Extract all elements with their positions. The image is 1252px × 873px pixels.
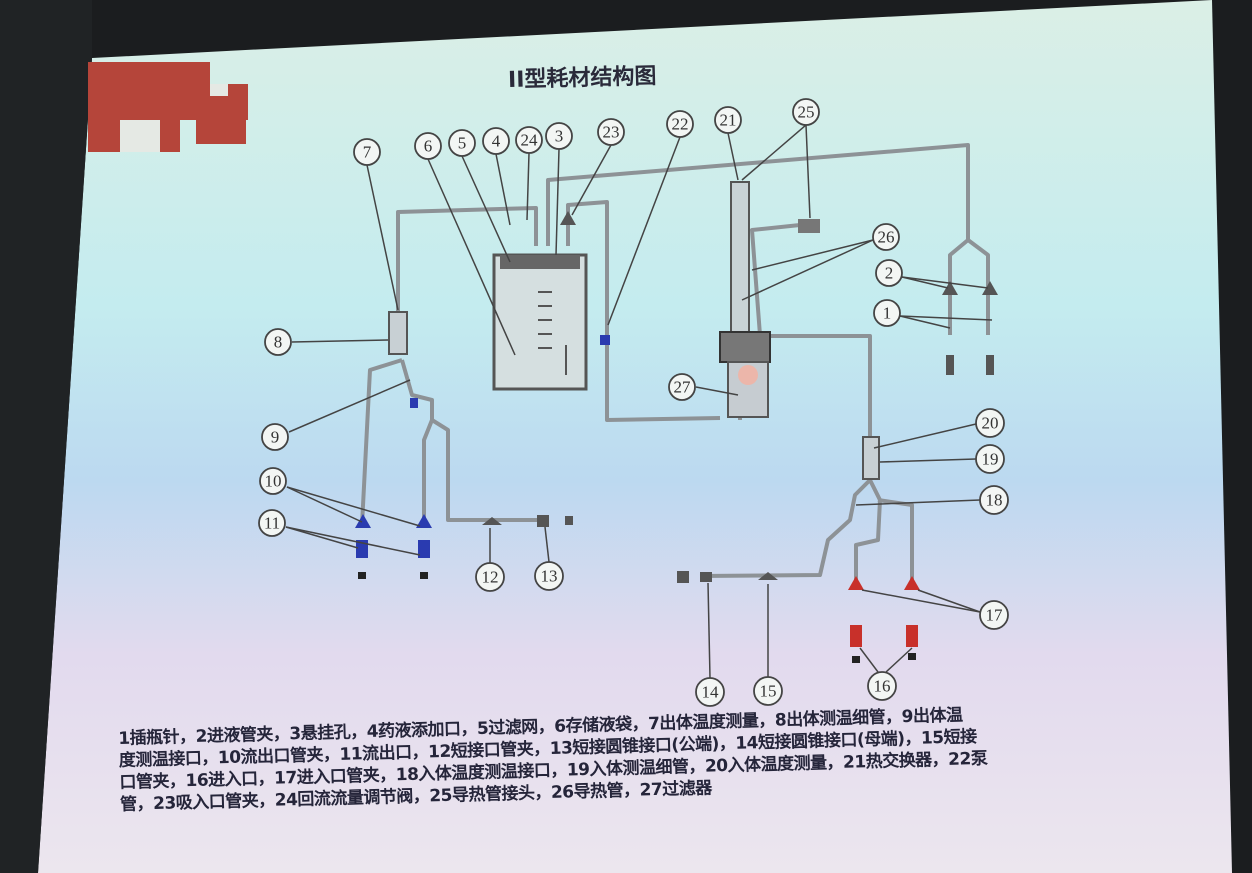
callout-26: 26 [872,223,900,251]
callout-label: 27 [674,378,692,397]
logo [88,62,248,152]
callout-label: 15 [760,682,777,701]
slide-edge-shadow [0,0,92,873]
callout-20: 20 [975,408,1005,438]
callout-label: 24 [521,131,539,150]
callout-label: 14 [702,683,720,702]
diagram-title: II型耗材结构图 [507,64,657,93]
callout-16: 16 [867,671,897,701]
heat-exchanger [719,181,820,418]
callout-label: 17 [986,606,1004,625]
callout-label: 19 [982,450,999,469]
callout-15: 15 [753,676,783,706]
callout-13: 13 [534,561,564,591]
callout-label: 26 [878,228,895,247]
callout-1: 1 [873,299,901,327]
callout-label: 12 [482,568,499,587]
slide-background [38,0,1232,873]
callout-label: 2 [885,264,894,283]
tubing [360,143,990,580]
callout-14: 14 [695,677,725,707]
callout-label: 16 [874,677,891,696]
callout-label: 6 [424,137,433,156]
callout-3: 3 [545,122,573,150]
temperature-tubes [388,311,880,480]
red-clamps [848,576,920,663]
callout-25: 25 [792,98,820,126]
callout-label: 7 [363,143,372,162]
callout-17: 17 [979,600,1009,630]
callout-label: 4 [492,132,501,151]
callout-label: 1 [883,304,892,323]
callout-27: 27 [668,373,696,401]
callout-label: 21 [720,111,737,130]
callout-22: 22 [666,110,694,138]
leader-lines [285,124,993,679]
callout-label: 22 [672,115,689,134]
callout-label: 10 [265,472,282,491]
callout-label: 13 [541,567,558,586]
gray-clamps [482,211,998,583]
callout-label: 5 [458,134,467,153]
storage-bag [492,253,588,391]
callout-23: 23 [597,118,625,146]
callout-24: 24 [515,126,543,154]
callout-2: 2 [875,259,903,287]
callout-11: 11 [258,509,286,537]
callout-21: 21 [714,106,742,134]
callout-19: 19 [975,444,1005,474]
callout-label: 3 [555,127,564,146]
callout-8: 8 [264,328,292,356]
callout-6: 6 [414,132,442,160]
callout-label: 11 [264,514,280,533]
callout-18: 18 [979,485,1009,515]
callout-label: 9 [271,428,280,447]
callout-12: 12 [475,562,505,592]
callout-label: 25 [798,103,815,122]
callout-label: 18 [986,491,1003,510]
callout-5: 5 [448,129,476,157]
callout-10: 10 [259,467,287,495]
callout-4: 4 [482,127,510,155]
callout-7: 7 [353,138,381,166]
callouts: 1 2 3 4 5 6 7 8 9 10 11 12 13 14 15 16 1… [258,98,1009,707]
callout-label: 8 [274,333,283,352]
callout-label: 20 [982,414,999,433]
blue-clamps [355,335,610,579]
callout-9: 9 [261,423,289,451]
callout-label: 23 [603,123,620,142]
